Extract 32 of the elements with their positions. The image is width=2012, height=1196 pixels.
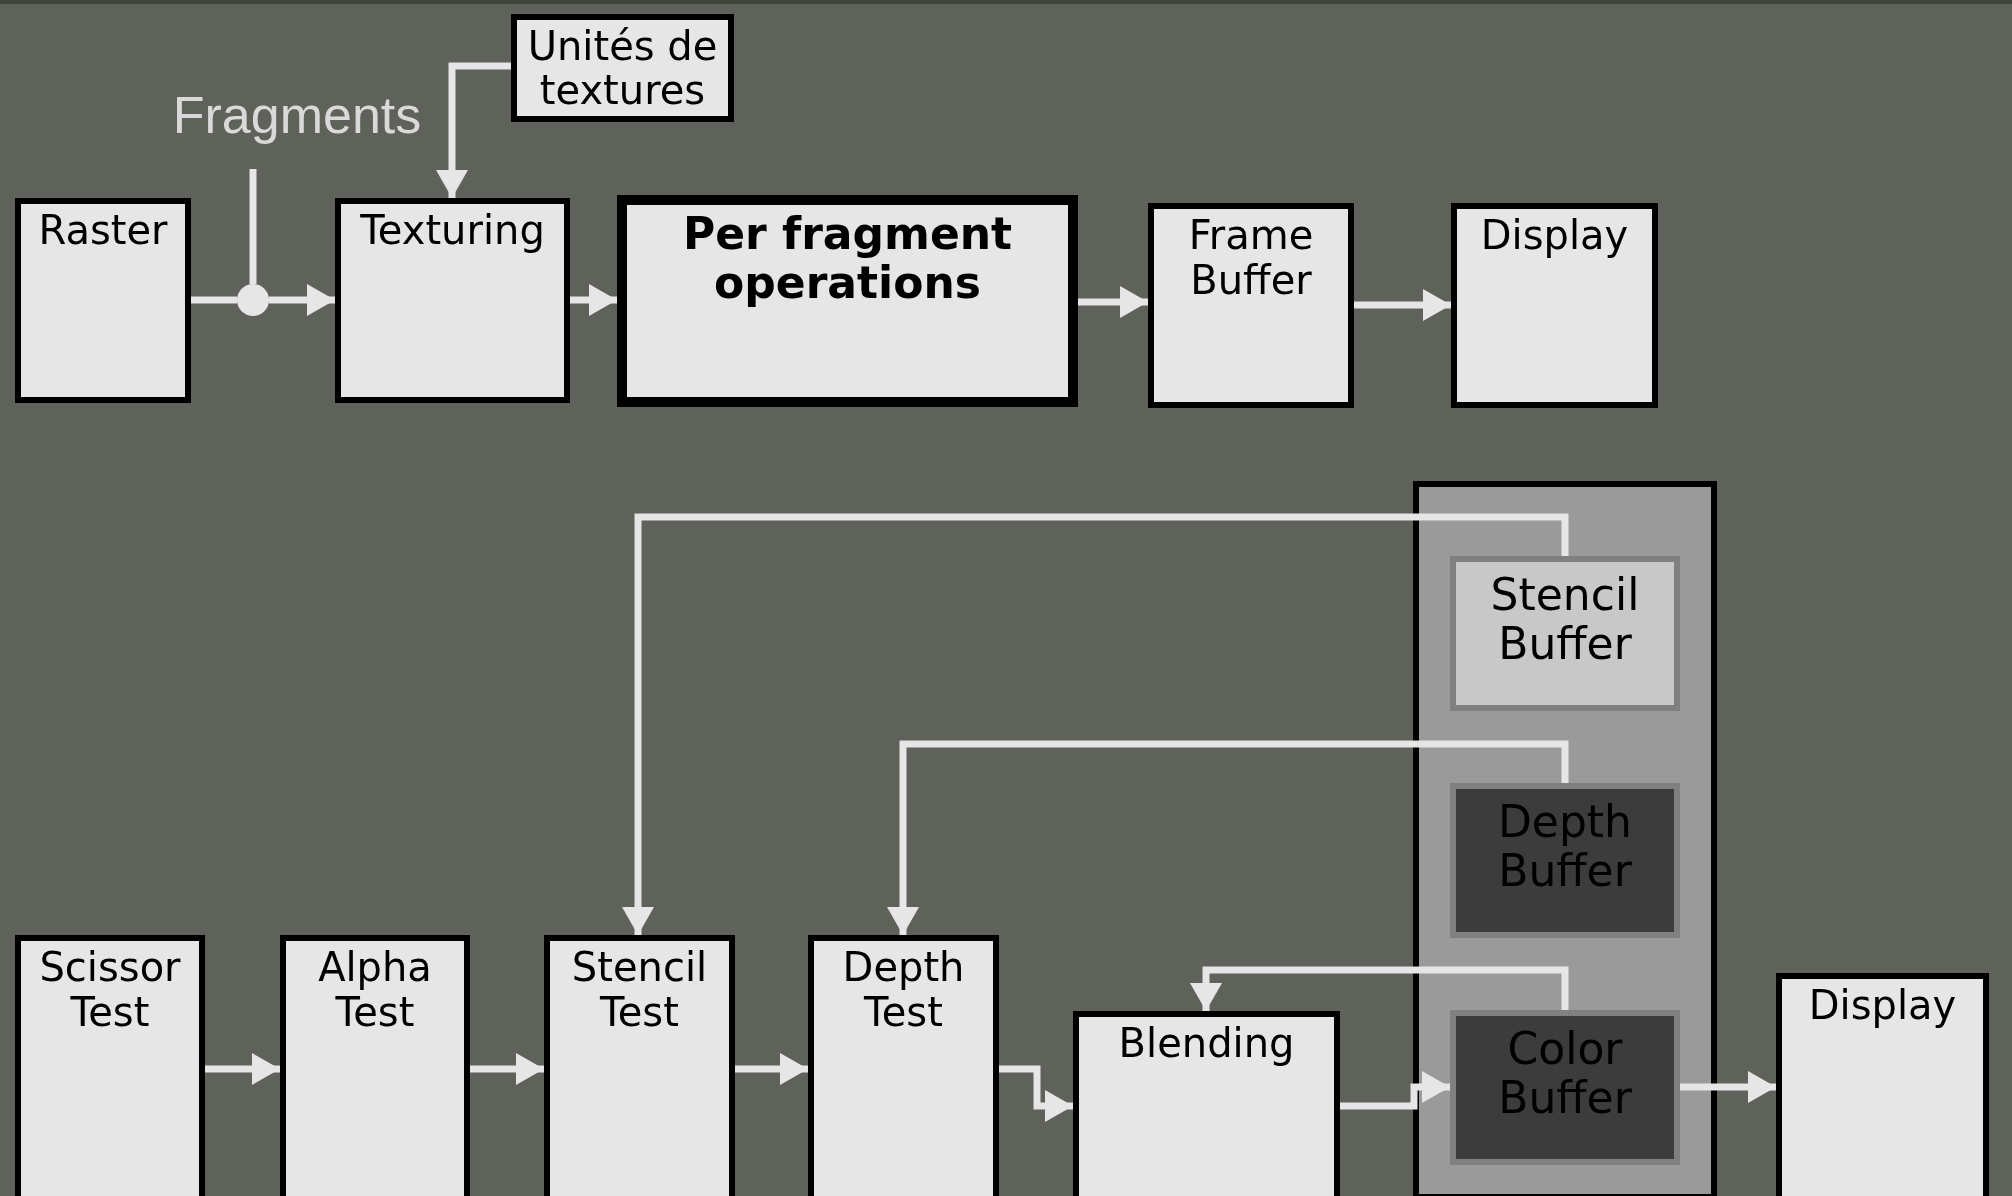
arrow [1340, 1071, 1450, 1110]
arrow [205, 1053, 280, 1085]
arrow [887, 740, 1569, 935]
arrow [1190, 966, 1569, 1011]
process-box: Depth Test [808, 935, 999, 1196]
display-box: Display [1776, 973, 1989, 1196]
arrow [269, 284, 335, 316]
process-box: Unités de textures [511, 14, 734, 122]
process-box: Alpha Test [280, 935, 470, 1196]
process-box: Scissor Test [15, 935, 205, 1196]
process-box: Frame Buffer [1148, 203, 1354, 408]
buffer-box: Stencil Buffer [1450, 556, 1680, 711]
connector-line [191, 296, 237, 304]
process-box: Raster [15, 198, 191, 403]
buffer-group-panel [1413, 481, 1717, 1196]
arrow [999, 1065, 1073, 1122]
process-box: Blending [1073, 1011, 1340, 1196]
process-box: Stencil Test [544, 935, 735, 1196]
buffer-box: Depth Buffer [1450, 783, 1680, 938]
arrow [1078, 286, 1148, 318]
arrow [436, 62, 511, 198]
flow-label: Fragments [170, 84, 424, 169]
arrow [1680, 1071, 1776, 1103]
process-box: Display [1451, 203, 1658, 408]
arrow [622, 513, 1569, 935]
arrow [1354, 289, 1451, 321]
arrow [735, 1053, 808, 1085]
arrow [570, 284, 617, 316]
arrow [470, 1053, 544, 1085]
process-box: Per fragment operations [617, 195, 1078, 407]
buffer-box: Color Buffer [1450, 1010, 1680, 1165]
process-box: Texturing [335, 198, 570, 403]
